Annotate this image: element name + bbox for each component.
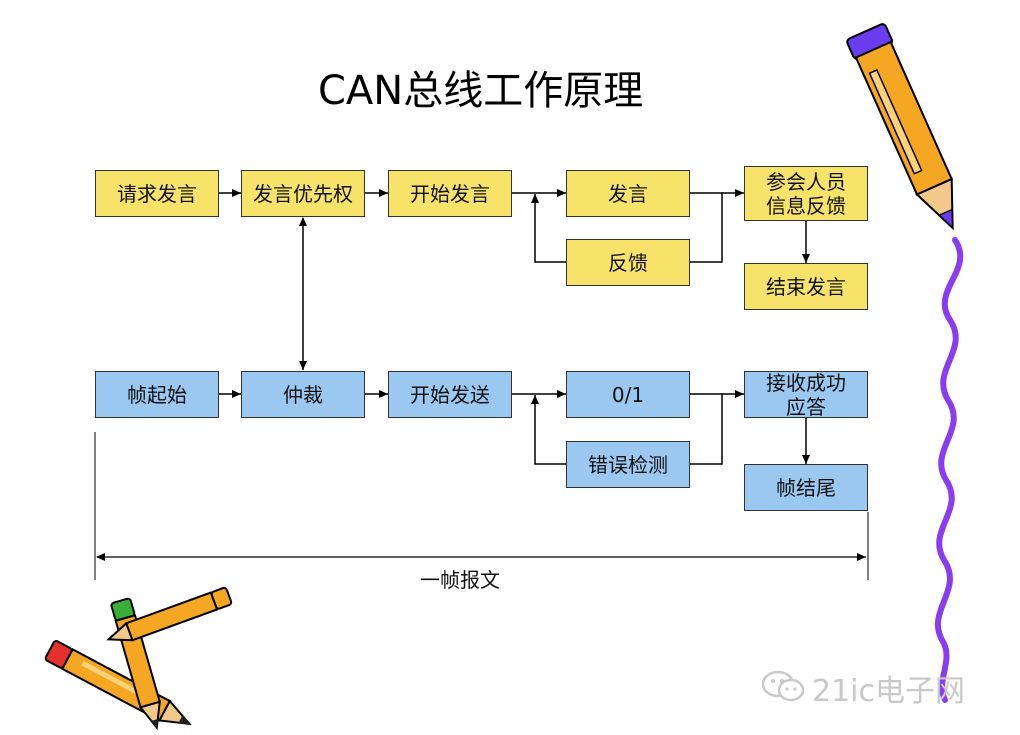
box-error-check: 错误检测: [566, 441, 690, 488]
crossed-pencils-icon: [44, 586, 233, 731]
box-end-speaking: 结束发言: [744, 263, 868, 310]
box-frame-end: 帧结尾: [744, 464, 868, 511]
wechat-icon: [761, 670, 805, 702]
box-frame-start: 帧起始: [95, 371, 219, 418]
box-start-speaking: 开始发言: [388, 170, 512, 217]
squiggle-line: [934, 237, 964, 703]
box-priority: 发言优先权: [241, 170, 365, 217]
line-bits-merge: [690, 393, 723, 465]
watermark: 21ic电子网: [812, 674, 966, 709]
box-feedback: 反馈: [566, 239, 690, 286]
box-ack: 接收成功 应答: [744, 371, 868, 419]
box-participants-feedback: 参会人员 信息反馈: [744, 166, 868, 221]
box-arbitration: 仲裁: [241, 371, 365, 418]
loop-error-bottom: [531, 395, 566, 465]
box-start-sending: 开始发送: [388, 371, 512, 418]
loop-feedback-top: [531, 194, 566, 263]
pencil-icon: [846, 23, 954, 231]
page-title: CAN总线工作原理: [318, 68, 644, 114]
box-bits: 0/1: [566, 371, 690, 418]
box-request: 请求发言: [95, 170, 219, 217]
box-speak: 发言: [566, 170, 690, 217]
line-speak-merge: [690, 192, 723, 263]
span-label: 一帧报文: [420, 568, 500, 592]
